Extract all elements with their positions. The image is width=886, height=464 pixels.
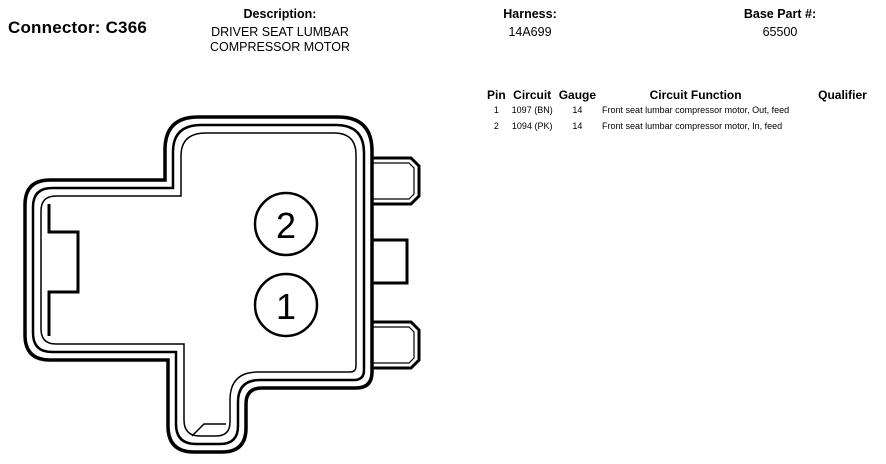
base-part-value: 65500 [762,25,798,39]
row-pin: 1 [493,105,499,115]
connector-tab-bottom-inner [373,326,415,364]
connector-tail-detail [191,423,226,437]
row-pin: 2 [493,121,499,131]
header-circuit-function: Circuit Function [649,87,742,102]
header-gauge: Gauge [558,87,597,102]
row-circuit-function: Front seat lumbar compressor motor, In, … [602,121,783,131]
row-circuit: 1097 (BN) [511,105,553,115]
description-line-1: DRIVER SEAT LUMBAR [211,25,349,39]
header-qualifier: Qualifier [818,87,867,102]
pin-table-header-row: Pin Circuit Gauge Circuit Function Quali… [484,87,870,102]
cavity-2-label: 2 [276,205,296,246]
row-gauge: 14 [572,121,583,131]
connector-tab-middle [373,238,409,285]
connector-keyway [47,204,80,336]
connector-housing-outer [23,115,374,454]
base-part-label: Base Part #: [743,7,817,21]
table-row: 2 1094 (PK) 14 Front seat lumbar compres… [484,118,870,134]
row-gauge: 14 [572,105,583,115]
table-row: 1 1097 (BN) 14 Front seat lumbar compres… [484,102,870,118]
connector-housing-inner [31,123,366,446]
harness-block: Harness: 14A699 [470,7,590,40]
description-label: Description: [243,7,317,21]
connector-title: Connector: C366 [8,18,148,37]
description-line-2: COMPRESSOR MOTOR [209,40,351,54]
harness-label: Harness: [503,7,557,21]
header-circuit: Circuit [513,87,552,102]
connector-tab-top [373,156,421,206]
pin-table: Pin Circuit Gauge Circuit Function Quali… [484,87,870,134]
row-circuit-function: Front seat lumbar compressor motor, Out,… [602,105,790,115]
base-part-block: Base Part #: 65500 [715,7,845,40]
cavity-2 [253,191,319,257]
connector-tab-bottom [373,320,421,370]
cavity-1-label: 1 [276,286,296,327]
description-block: Description: DRIVER SEAT LUMBAR COMPRESS… [190,7,370,55]
connector-housing-innermost [40,132,357,437]
harness-value: 14A699 [508,25,552,39]
row-circuit: 1094 (PK) [511,121,553,131]
header-pin: Pin [487,87,506,102]
cavity-1 [253,272,319,338]
connector-tab-top-inner [373,162,415,200]
